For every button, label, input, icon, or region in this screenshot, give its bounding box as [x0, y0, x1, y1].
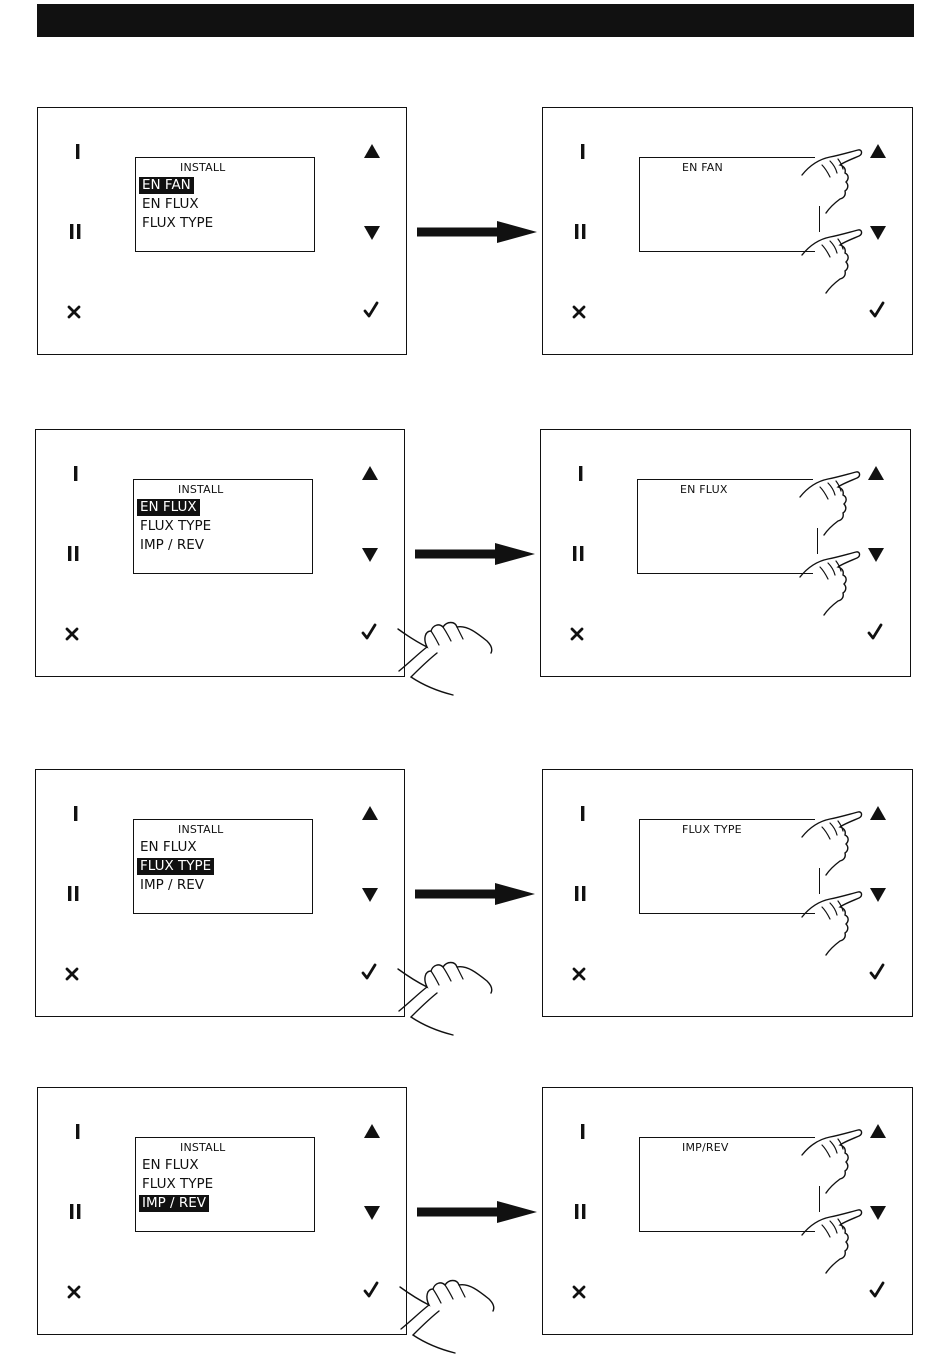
- menu-screen: INSTALL EN FLUX FLUX TYPE IMP / REV: [133, 819, 313, 914]
- setting-screen: EN FAN: [639, 157, 815, 252]
- setting-screen: FLUX TYPE: [639, 819, 815, 914]
- hand-up-icon: [800, 811, 870, 881]
- cancel-icon[interactable]: [66, 304, 82, 320]
- up-arrow-icon[interactable]: [363, 143, 381, 159]
- down-arrow-icon[interactable]: [363, 225, 381, 241]
- check-icon[interactable]: [361, 623, 377, 641]
- power-icon[interactable]: [74, 1123, 82, 1141]
- check-icon[interactable]: [869, 963, 885, 981]
- cancel-icon[interactable]: [64, 626, 80, 642]
- menu-item[interactable]: IMP / REV: [137, 537, 207, 554]
- down-arrow-icon[interactable]: [361, 887, 379, 903]
- menu-item[interactable]: IMP / REV: [137, 877, 207, 894]
- hand-down-icon: [798, 551, 868, 621]
- up-arrow-icon[interactable]: [867, 465, 885, 481]
- pause-icon[interactable]: [67, 545, 81, 563]
- up-arrow-icon[interactable]: [361, 465, 379, 481]
- hand-confirm-icon: [397, 959, 497, 1039]
- hand-confirm-icon: [397, 619, 497, 699]
- power-icon[interactable]: [72, 805, 80, 823]
- up-arrow-icon[interactable]: [869, 143, 887, 159]
- down-arrow-icon[interactable]: [869, 225, 887, 241]
- pause-icon[interactable]: [67, 885, 81, 903]
- power-icon[interactable]: [579, 143, 587, 161]
- down-arrow-icon[interactable]: [363, 1205, 381, 1221]
- setting-title: IMP/REV: [682, 1141, 729, 1154]
- hand-down-icon: [800, 229, 870, 299]
- menu-screen: INSTALL EN FAN EN FLUX FLUX TYPE: [135, 157, 315, 252]
- power-icon[interactable]: [72, 465, 80, 483]
- hand-down-icon: [800, 891, 870, 961]
- down-arrow-icon[interactable]: [869, 887, 887, 903]
- hand-up-icon: [798, 471, 868, 541]
- hand-confirm-icon: [399, 1277, 499, 1357]
- menu-screen: INSTALL EN FLUX FLUX TYPE IMP / REV: [133, 479, 313, 574]
- cancel-icon[interactable]: [64, 966, 80, 982]
- left-panel-4: INSTALL EN FLUX FLUX TYPE IMP / REV: [37, 1087, 407, 1335]
- menu-item[interactable]: EN FAN: [139, 177, 194, 194]
- cancel-icon[interactable]: [66, 1284, 82, 1300]
- pause-icon[interactable]: [69, 223, 83, 241]
- check-icon[interactable]: [363, 301, 379, 319]
- menu-title: INSTALL: [178, 483, 224, 496]
- cancel-icon[interactable]: [571, 1284, 587, 1300]
- menu-item[interactable]: IMP / REV: [139, 1195, 209, 1212]
- pause-icon[interactable]: [574, 1203, 588, 1221]
- down-arrow-icon[interactable]: [361, 547, 379, 563]
- setting-title: EN FLUX: [680, 483, 728, 496]
- hand-down-icon: [800, 1209, 870, 1279]
- power-icon[interactable]: [579, 1123, 587, 1141]
- up-arrow-icon[interactable]: [869, 805, 887, 821]
- menu-item[interactable]: EN FLUX: [139, 1157, 202, 1174]
- menu-item[interactable]: EN FLUX: [137, 499, 200, 516]
- menu-item[interactable]: FLUX TYPE: [139, 215, 216, 232]
- check-icon[interactable]: [869, 301, 885, 319]
- menu-title: INSTALL: [180, 161, 226, 174]
- left-panel-2: INSTALL EN FLUX FLUX TYPE IMP / REV: [35, 429, 405, 677]
- down-arrow-icon[interactable]: [867, 547, 885, 563]
- transition-arrow: [415, 882, 541, 906]
- menu-item[interactable]: FLUX TYPE: [137, 518, 214, 535]
- transition-arrow: [417, 220, 543, 244]
- up-arrow-icon[interactable]: [361, 805, 379, 821]
- check-icon[interactable]: [869, 1281, 885, 1299]
- menu-screen: INSTALL EN FLUX FLUX TYPE IMP / REV: [135, 1137, 315, 1232]
- setting-title: EN FAN: [682, 161, 723, 174]
- pause-icon[interactable]: [572, 545, 586, 563]
- left-panel-1: INSTALL EN FAN EN FLUX FLUX TYPE: [37, 107, 407, 355]
- transition-arrow: [415, 542, 541, 566]
- menu-item[interactable]: EN FLUX: [139, 196, 202, 213]
- pause-icon[interactable]: [574, 885, 588, 903]
- setting-title: FLUX TYPE: [682, 823, 742, 836]
- left-panel-3: INSTALL EN FLUX FLUX TYPE IMP / REV: [35, 769, 405, 1017]
- power-icon[interactable]: [579, 805, 587, 823]
- cancel-icon[interactable]: [571, 966, 587, 982]
- setting-screen: IMP/REV: [639, 1137, 815, 1232]
- power-icon[interactable]: [577, 465, 585, 483]
- pause-icon[interactable]: [574, 223, 588, 241]
- check-icon[interactable]: [361, 963, 377, 981]
- menu-title: INSTALL: [178, 823, 224, 836]
- check-icon[interactable]: [363, 1281, 379, 1299]
- cancel-icon[interactable]: [571, 304, 587, 320]
- transition-arrow: [417, 1200, 543, 1224]
- power-icon[interactable]: [74, 143, 82, 161]
- up-arrow-icon[interactable]: [363, 1123, 381, 1139]
- menu-item[interactable]: FLUX TYPE: [137, 858, 214, 875]
- up-arrow-icon[interactable]: [869, 1123, 887, 1139]
- hand-up-icon: [800, 149, 870, 219]
- hand-up-icon: [800, 1129, 870, 1199]
- cancel-icon[interactable]: [569, 626, 585, 642]
- header-bar: [37, 4, 914, 37]
- menu-title: INSTALL: [180, 1141, 226, 1154]
- menu-item[interactable]: EN FLUX: [137, 839, 200, 856]
- pause-icon[interactable]: [69, 1203, 83, 1221]
- down-arrow-icon[interactable]: [869, 1205, 887, 1221]
- check-icon[interactable]: [867, 623, 883, 641]
- setting-screen: EN FLUX: [637, 479, 813, 574]
- menu-item[interactable]: FLUX TYPE: [139, 1176, 216, 1193]
